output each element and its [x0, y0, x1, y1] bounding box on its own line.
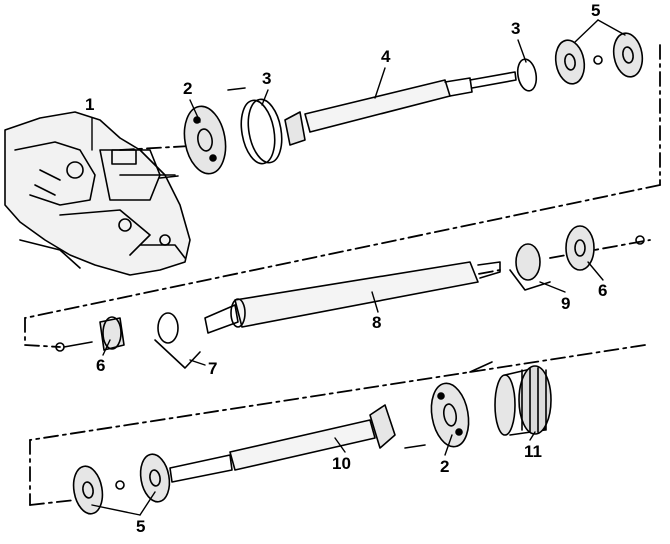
flex-disc-lower-left [72, 453, 171, 515]
propeller-shaft-front [284, 71, 517, 146]
callout-4: 4 [381, 47, 391, 66]
guard-ring-rear-upper [516, 58, 538, 92]
callout-6-right: 6 [598, 281, 608, 300]
intermediate-bearing-right [509, 243, 551, 291]
intermediate-bearing-left [154, 312, 201, 369]
callout-8: 8 [372, 313, 382, 332]
propeller-shaft-middle [204, 261, 501, 334]
flex-disc-front [159, 87, 246, 179]
flex-disc-rear [404, 361, 493, 449]
callout-7: 7 [208, 359, 218, 378]
centering-sleeve-left [55, 316, 125, 352]
transmission-housing [4, 111, 191, 276]
callout-1: 1 [85, 95, 95, 114]
differential-flange [494, 365, 552, 436]
centering-sleeve-right [565, 225, 645, 271]
callout-5-bottom: 5 [136, 517, 146, 536]
propeller-shaft-rear [169, 404, 396, 483]
guard-ring-front [240, 98, 283, 165]
callout-3-right: 3 [511, 19, 521, 38]
callout-5-top: 5 [591, 1, 601, 20]
callout-10: 10 [332, 454, 351, 473]
callout-9: 9 [561, 294, 571, 313]
flex-disc-upper-right [554, 32, 644, 85]
callout-3-left: 3 [262, 69, 272, 88]
callout-leaders [91, 19, 626, 516]
callout-2-bottom: 2 [440, 457, 450, 476]
callout-11: 11 [524, 442, 542, 461]
callout-6-left: 6 [96, 356, 106, 375]
callout-2-top: 2 [183, 79, 193, 98]
